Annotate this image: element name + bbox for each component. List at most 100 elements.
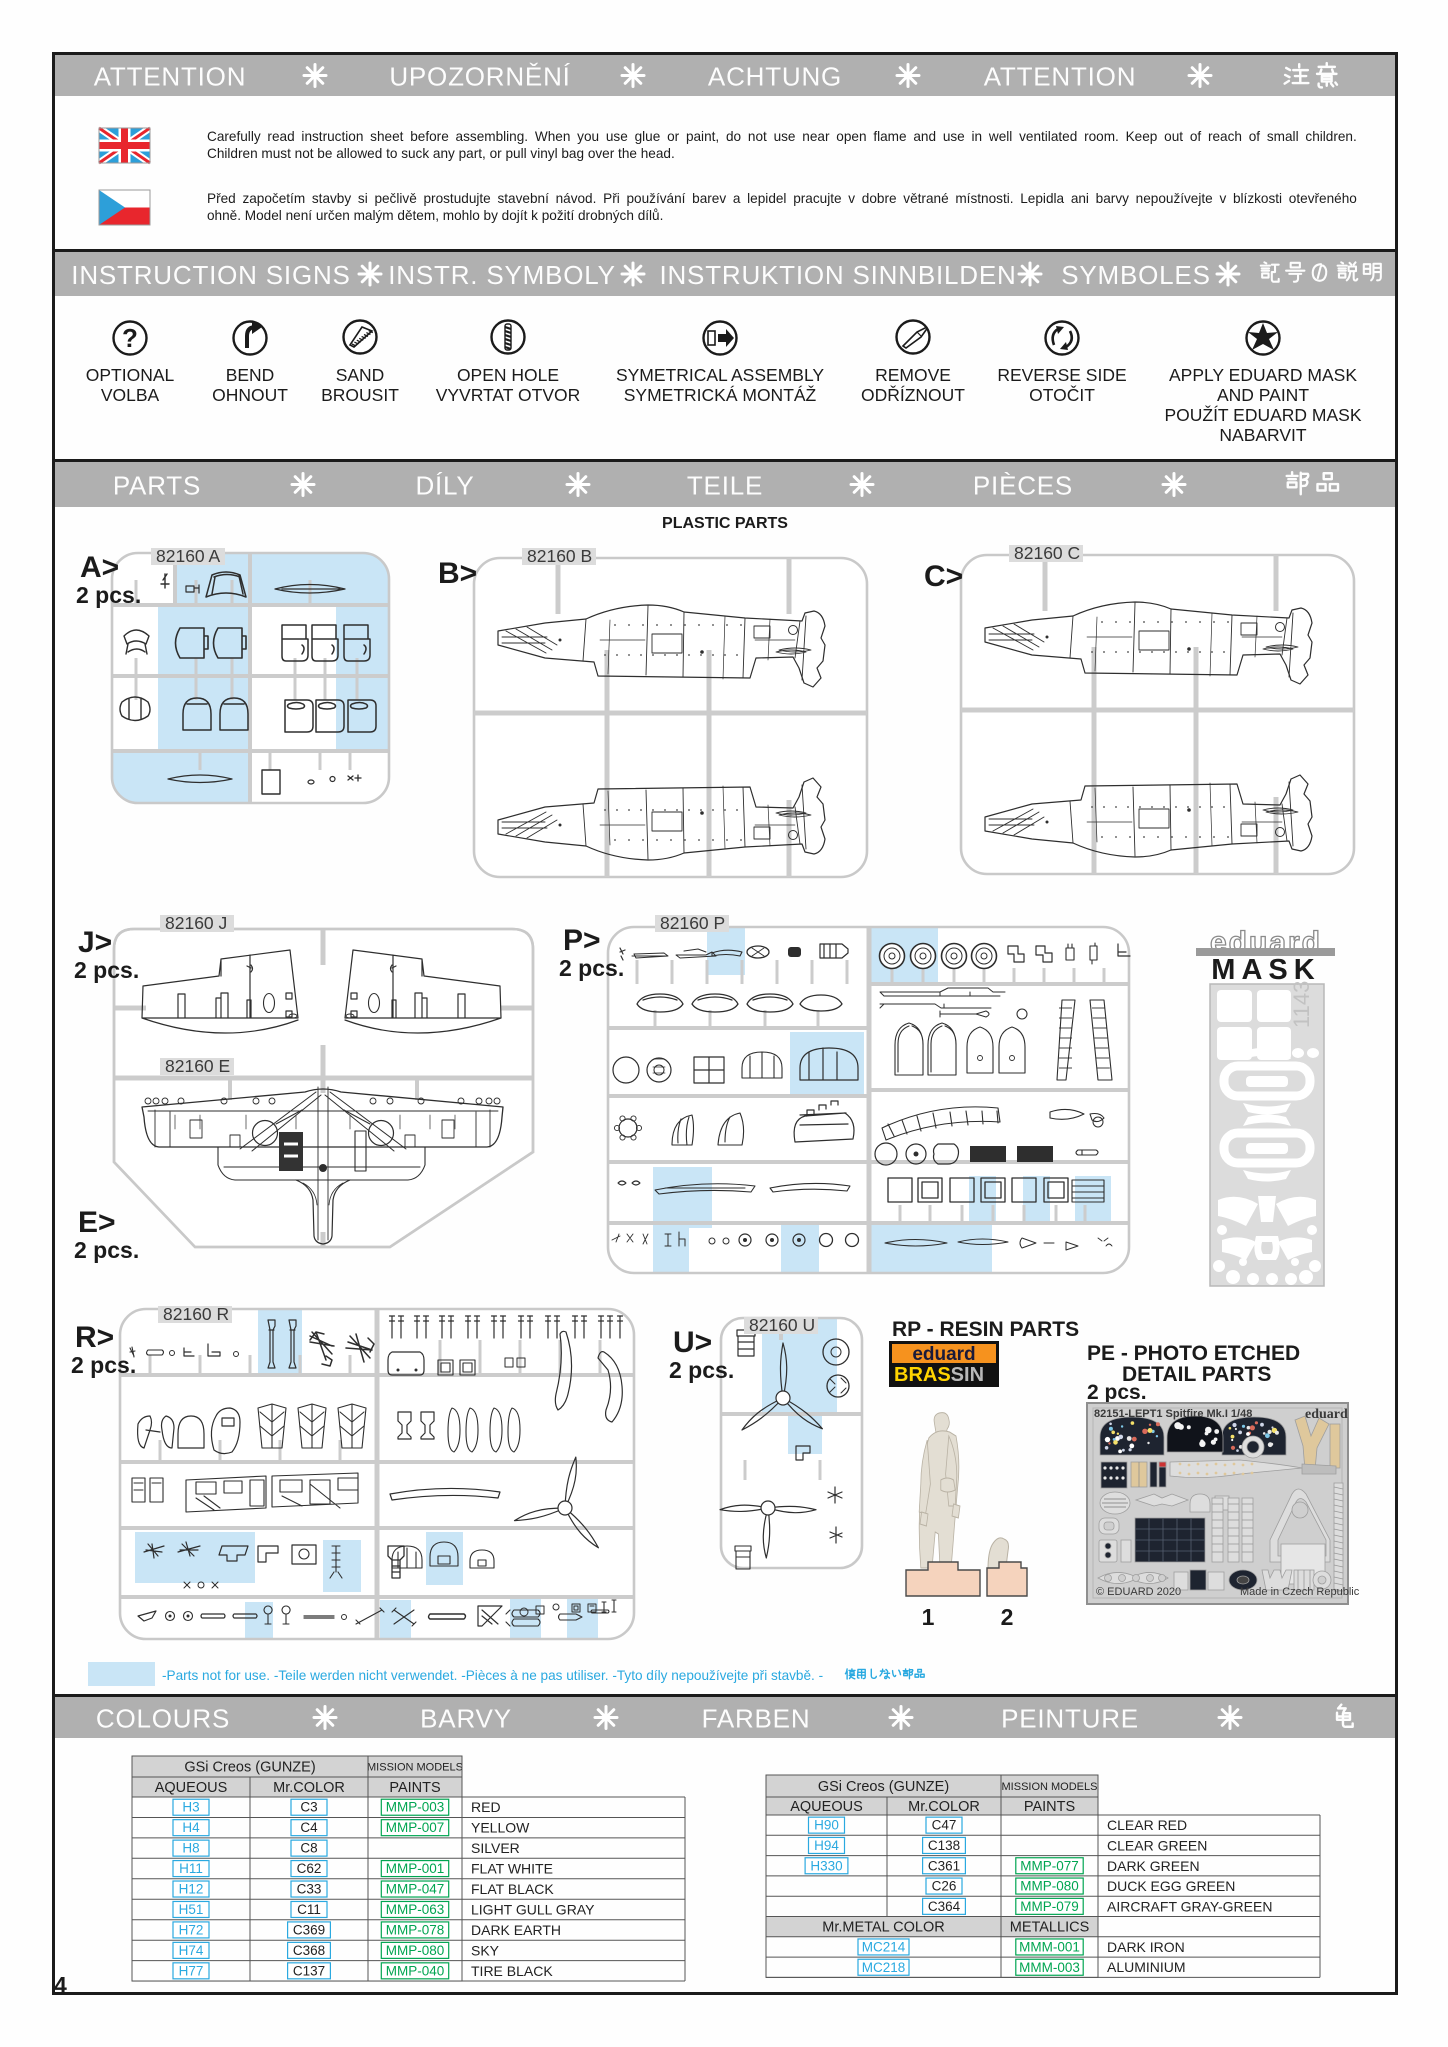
svg-text:A>: A> [80, 551, 119, 584]
svg-text:P>: P> [563, 924, 601, 957]
svg-text:OPTIONAL: OPTIONAL [86, 365, 175, 385]
svg-text:?: ? [122, 323, 138, 353]
svg-text:INSTRUKTION SINNBILDEN: INSTRUKTION SINNBILDEN [659, 260, 1016, 290]
svg-text:NABARVIT: NABARVIT [1219, 425, 1307, 445]
svg-text:SYMBOLES: SYMBOLES [1061, 260, 1210, 290]
svg-text:H90: H90 [814, 1818, 839, 1833]
svg-text:SILVER: SILVER [471, 1840, 520, 1856]
svg-text:MASK: MASK [1211, 954, 1320, 986]
svg-text:C3: C3 [300, 1800, 317, 1815]
svg-text:Made in Czech Republic: Made in Czech Republic [1240, 1586, 1360, 1598]
svg-text:C>: C> [924, 560, 963, 593]
svg-text:FLAT WHITE: FLAT WHITE [471, 1861, 553, 1877]
svg-text:C369: C369 [293, 1922, 325, 1937]
svg-text:1143: 1143 [1289, 981, 1314, 1028]
svg-text:VOLBA: VOLBA [101, 385, 160, 405]
svg-text:MMP-003: MMP-003 [386, 1800, 445, 1815]
svg-text:VYVRTAT OTVOR: VYVRTAT OTVOR [436, 385, 581, 405]
svg-text:C364: C364 [928, 1899, 961, 1914]
svg-text:ATTENTION: ATTENTION [984, 62, 1137, 92]
svg-text:MMP-078: MMP-078 [386, 1922, 445, 1937]
svg-text:AIRCRAFT GRAY-GREEN: AIRCRAFT GRAY-GREEN [1107, 1898, 1272, 1914]
svg-text:eduard: eduard [912, 1344, 975, 1365]
svg-text:J>: J> [78, 926, 112, 959]
svg-text:DARK IRON: DARK IRON [1107, 1939, 1185, 1955]
svg-text:82160 R: 82160 R [163, 1304, 229, 1324]
svg-text:AND PAINT: AND PAINT [1217, 385, 1309, 405]
svg-text:DÍLY: DÍLY [415, 471, 474, 501]
svg-text:SKY: SKY [471, 1942, 500, 1958]
svg-text:ALUMINIUM: ALUMINIUM [1107, 1959, 1186, 1975]
svg-text:2 pcs.: 2 pcs. [74, 957, 139, 983]
svg-text:MC214: MC214 [862, 1939, 906, 1954]
svg-text:Mr.COLOR: Mr.COLOR [908, 1799, 980, 1815]
svg-text:PAINTS: PAINTS [1024, 1799, 1075, 1815]
svg-text:MMP-047: MMP-047 [386, 1882, 445, 1897]
svg-text:SYMETRICKÁ MONTÁŽ: SYMETRICKÁ MONTÁŽ [624, 385, 817, 405]
svg-text:GSi Creos (GUNZE): GSi Creos (GUNZE) [184, 1760, 315, 1776]
svg-text:U>: U> [673, 1326, 712, 1359]
svg-text:MMP-077: MMP-077 [1020, 1858, 1079, 1873]
svg-text:82151-LEPT1 Spitfire Mk.I 1/: 82151-LEPT1 Spitfire Mk.I 1/48 [1094, 1408, 1252, 1420]
svg-text:4: 4 [54, 1972, 67, 1998]
svg-text:PAINTS: PAINTS [389, 1780, 440, 1796]
svg-text:C4: C4 [300, 1820, 318, 1835]
svg-text:C368: C368 [293, 1943, 325, 1958]
svg-text:ATTENTION: ATTENTION [94, 62, 247, 92]
svg-text:ODŘÍZNOUT: ODŘÍZNOUT [861, 385, 965, 405]
svg-text:MMP-063: MMP-063 [386, 1902, 445, 1917]
svg-text:82160 U: 82160 U [749, 1315, 815, 1335]
svg-text:H8: H8 [182, 1841, 199, 1856]
svg-text:FLAT BLACK: FLAT BLACK [471, 1881, 554, 1897]
svg-text:GSi Creos (GUNZE): GSi Creos (GUNZE) [818, 1779, 949, 1795]
svg-text:INSTR. SYMBOLY: INSTR. SYMBOLY [388, 260, 615, 290]
svg-text:REMOVE: REMOVE [875, 365, 951, 385]
svg-text:PARTS: PARTS [113, 471, 201, 501]
svg-text:APPLY EDUARD MASK: APPLY EDUARD MASK [1169, 365, 1357, 385]
svg-text:BROUSIT: BROUSIT [321, 385, 399, 405]
svg-text:2 pcs.: 2 pcs. [669, 1357, 734, 1383]
svg-text:SAND: SAND [336, 365, 385, 385]
svg-text:82160 B: 82160 B [527, 546, 592, 566]
svg-text:BRASSIN: BRASSIN [894, 1364, 984, 1386]
svg-text:MMP-007: MMP-007 [386, 1820, 445, 1835]
svg-text:DARK EARTH: DARK EARTH [471, 1922, 561, 1938]
svg-text:H51: H51 [179, 1902, 204, 1917]
svg-text:C47: C47 [932, 1818, 957, 1833]
svg-text:YELLOW: YELLOW [471, 1820, 530, 1836]
svg-text:82160 E: 82160 E [165, 1056, 230, 1076]
svg-text:H4: H4 [182, 1820, 200, 1835]
svg-text:PE - PHOTO ETCHED: PE - PHOTO ETCHED [1087, 1342, 1300, 1365]
svg-text:MMP-001: MMP-001 [386, 1861, 445, 1876]
svg-text:C8: C8 [300, 1841, 317, 1856]
svg-text:H94: H94 [814, 1838, 839, 1853]
svg-text:-Parts not for use. -Teile wer: -Parts not for use. -Teile werden nicht … [162, 1668, 823, 1683]
svg-text:H11: H11 [179, 1861, 203, 1876]
svg-text:OHNOUT: OHNOUT [212, 385, 288, 405]
svg-text:MISSION MODELS: MISSION MODELS [367, 1762, 463, 1774]
svg-text:C361: C361 [928, 1858, 960, 1873]
svg-text:H3: H3 [182, 1800, 199, 1815]
svg-text:H72: H72 [179, 1922, 204, 1937]
svg-text:BARVY: BARVY [420, 1704, 512, 1734]
svg-text:C62: C62 [297, 1861, 322, 1876]
svg-text:C26: C26 [932, 1879, 957, 1894]
svg-text:82160 P: 82160 P [660, 913, 725, 933]
svg-text:ACHTUNG: ACHTUNG [708, 62, 842, 92]
svg-text:R>: R> [75, 1321, 114, 1354]
svg-text:E>: E> [78, 1206, 116, 1239]
svg-text:TEILE: TEILE [687, 471, 763, 501]
svg-text:CLEAR GREEN: CLEAR GREEN [1107, 1837, 1207, 1853]
svg-text:OPEN HOLE: OPEN HOLE [457, 365, 559, 385]
svg-text:OTOČIT: OTOČIT [1029, 384, 1095, 405]
svg-text:DUCK EGG GREEN: DUCK EGG GREEN [1107, 1878, 1235, 1894]
svg-text:MMP-080: MMP-080 [1020, 1879, 1079, 1894]
svg-text:2 pcs.: 2 pcs. [74, 1237, 139, 1263]
svg-text:RED: RED [471, 1799, 501, 1815]
svg-text:LIGHT GULL GRAY: LIGHT GULL GRAY [471, 1901, 595, 1917]
svg-text:SYMETRICAL ASSEMBLY: SYMETRICAL ASSEMBLY [616, 365, 824, 385]
svg-text:© EDUARD 2020: © EDUARD 2020 [1096, 1586, 1181, 1598]
svg-text:COLOURS: COLOURS [96, 1704, 230, 1734]
svg-text:POUŽÍT EDUARD MASK: POUŽÍT EDUARD MASK [1164, 405, 1361, 425]
svg-text:eduard: eduard [1305, 1407, 1348, 1422]
